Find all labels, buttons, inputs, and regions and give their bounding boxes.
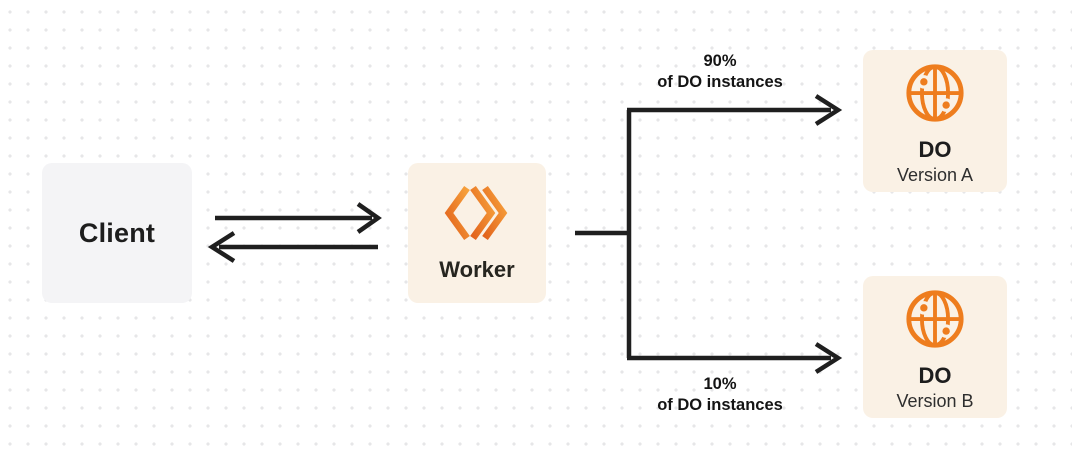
branch-top-percent: 90% bbox=[703, 52, 737, 70]
branch-bottom-label: 10% of DO instances bbox=[610, 374, 830, 416]
worker-node: Worker bbox=[408, 163, 546, 303]
globe-icon bbox=[904, 62, 966, 124]
do-a-title: DO bbox=[918, 137, 952, 162]
branch-bottom-caption: of DO instances bbox=[657, 396, 783, 414]
globe-icon bbox=[904, 288, 966, 350]
arrow-client-to-worker bbox=[215, 202, 382, 234]
client-node: Client bbox=[42, 163, 192, 303]
do-version-b-node: DO Version B bbox=[863, 276, 1007, 418]
worker-label: Worker bbox=[439, 257, 515, 282]
do-b-subtitle: Version B bbox=[896, 391, 974, 411]
arrow-worker-to-client bbox=[207, 231, 378, 263]
do-version-a-node: DO Version A bbox=[863, 50, 1007, 192]
branch-connector bbox=[575, 110, 632, 358]
arrow-to-version-a bbox=[627, 94, 843, 126]
branch-top-label: 90% of DO instances bbox=[610, 51, 830, 93]
client-label: Client bbox=[78, 217, 156, 248]
workers-brackets-icon bbox=[442, 182, 512, 244]
arrow-to-version-b bbox=[627, 342, 843, 374]
branch-bottom-percent: 10% bbox=[703, 375, 737, 393]
do-b-title: DO bbox=[918, 363, 952, 388]
do-a-subtitle: Version A bbox=[896, 165, 974, 185]
branch-top-caption: of DO instances bbox=[657, 73, 783, 91]
